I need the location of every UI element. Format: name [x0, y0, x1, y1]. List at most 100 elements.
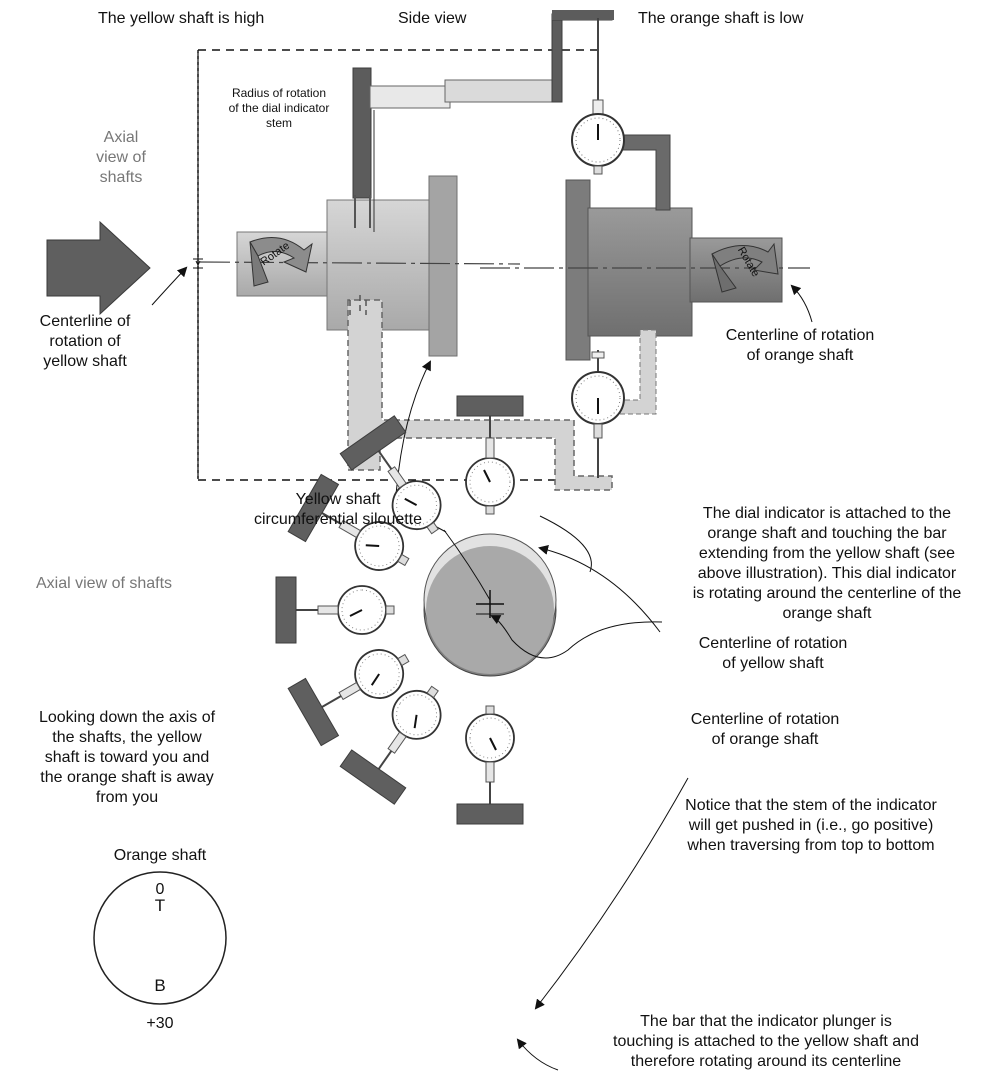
dial-scale [469, 717, 511, 759]
axial-yellow-centerline-label: Centerline of rotation of yellow shaft [668, 634, 878, 674]
axial-yellow-centerline-callout [443, 529, 491, 601]
label-line: orange shaft and touching the bar [707, 525, 947, 542]
label-line: of orange shaft [711, 731, 819, 748]
yellow-shaft-bar [339, 415, 407, 471]
side-dial-indicator-lower [571, 350, 625, 478]
label-line: of yellow shaft [722, 655, 824, 672]
label-line: the shafts, the yellow [52, 729, 202, 746]
label-line: shaft is toward you and [44, 749, 210, 766]
label-line: touching is attached to the yellow shaft… [613, 1033, 919, 1050]
label-line: is rotating around the centerline of the [692, 585, 962, 602]
rotate-arrow-orange-icon [711, 242, 779, 293]
dial-indicator [339, 685, 442, 805]
label-line: Looking down the axis of [38, 709, 216, 726]
label-line: Centerline of rotation [725, 327, 875, 344]
silhouette-label: Yellow shaft circumferential silouette [218, 490, 458, 530]
yellow-shaft-bar [339, 749, 407, 805]
dial-knob [397, 553, 410, 567]
orange-shaft-low-title: The orange shaft is low [638, 10, 804, 27]
axial-view [93, 395, 689, 1071]
orange-centerline-callout [790, 284, 813, 323]
axial-orange-centerline-callout [490, 615, 663, 659]
dial-indicator [339, 415, 442, 535]
label-line: yellow shaft [43, 353, 127, 370]
label-line: therefore rotating around its centerline [630, 1053, 902, 1070]
label-line: the orange shaft is away [40, 769, 214, 786]
radius-note: Radius of rotation of the dial indicator… [204, 86, 354, 131]
label-line: rotation of [49, 333, 121, 350]
silhouette-callout [394, 360, 431, 511]
dial-scale [469, 461, 511, 503]
dial-scale [358, 653, 400, 695]
dial-knob [426, 685, 439, 699]
label-line: Centerline of rotation [698, 635, 848, 652]
readings-top-letter-text: T [80, 894, 240, 915]
label-line: Notice that the stem of the indicator [685, 797, 937, 814]
dial-plunger [321, 695, 342, 708]
label-line: The bar that the indicator plunger is [640, 1013, 892, 1030]
dial-knob [426, 521, 439, 535]
stem-note-callout [534, 777, 689, 1010]
dial-note-callout [538, 545, 661, 633]
dial-plunger [377, 750, 393, 770]
looking-note: Looking down the axis of the shafts, the… [2, 708, 252, 808]
axial-view-note: Axial view of shafts [86, 128, 156, 188]
yellow-centerline-callout [151, 266, 188, 306]
dial-stem [338, 681, 362, 701]
dial-knob [397, 653, 410, 667]
axial-shafts [423, 533, 557, 677]
dial-stem [387, 466, 407, 489]
yellow-shaft-bar [275, 576, 297, 644]
dial-needle [413, 714, 418, 729]
readings-title: Orange shaft [113, 847, 207, 864]
bar-note-callout [516, 1038, 559, 1071]
dial-scale [341, 589, 383, 631]
yellow-shaft-bar [287, 677, 340, 747]
readings-circle [93, 871, 227, 1005]
label-line: extending from the yellow shaft (see [698, 545, 956, 562]
top-bar-callout [539, 515, 592, 573]
label-line: Centerline of rotation [690, 711, 840, 728]
dial-indicator [456, 395, 524, 515]
dial-knob [485, 505, 495, 515]
dial-needle [489, 737, 497, 751]
orange-shaft [565, 134, 783, 415]
bar-note: The bar that the indicator plunger is to… [560, 1012, 972, 1072]
dial-needle [370, 673, 380, 686]
dial-scale [358, 525, 400, 567]
stem-note: Notice that the stem of the indicator wi… [636, 796, 986, 856]
upper-bracket [352, 10, 614, 232]
dial-needle [404, 497, 418, 507]
yellow-shaft-bar [456, 395, 524, 417]
label-line: orange shaft [782, 605, 872, 622]
label-line: from you [95, 789, 159, 806]
yellow-shaft-bar [456, 803, 524, 825]
dial-stem [387, 731, 407, 754]
label-line: when traversing from top to bottom [687, 837, 935, 854]
axial-view-note-line: shafts [99, 169, 143, 186]
yellow-shaft-high-title: The yellow shaft is high [98, 10, 265, 27]
readings-bottom-value: +30 [146, 1015, 174, 1032]
label-line: of orange shaft [746, 347, 854, 364]
axial-view-note-line: Axial [103, 129, 139, 146]
axial-view-arrow [46, 220, 151, 316]
dial-needle [349, 609, 363, 617]
readings-top-letter-span: T [154, 896, 166, 915]
label-line: The dial indicator is attached to the [702, 505, 952, 522]
yellow-shaft-bar [287, 473, 340, 543]
dial-scale [396, 694, 438, 736]
label-line: circumferential silouette [253, 511, 423, 528]
dial-scale [396, 484, 438, 526]
side-view [46, 10, 813, 511]
axial-dial-indicators [275, 395, 524, 825]
radius-note-line: stem [265, 116, 292, 130]
dial-indicator [456, 705, 524, 825]
axial-view-note-line: view of [96, 149, 146, 166]
label-line: above illustration). This dial indicator [697, 565, 957, 582]
side-dial-indicator-upper [571, 18, 625, 175]
readings-top-value: 0 [155, 881, 165, 898]
label-line: Centerline of [39, 313, 131, 330]
radius-note-line: of the dial indicator [228, 101, 330, 115]
radius-note-line: Radius of rotation [231, 86, 327, 100]
